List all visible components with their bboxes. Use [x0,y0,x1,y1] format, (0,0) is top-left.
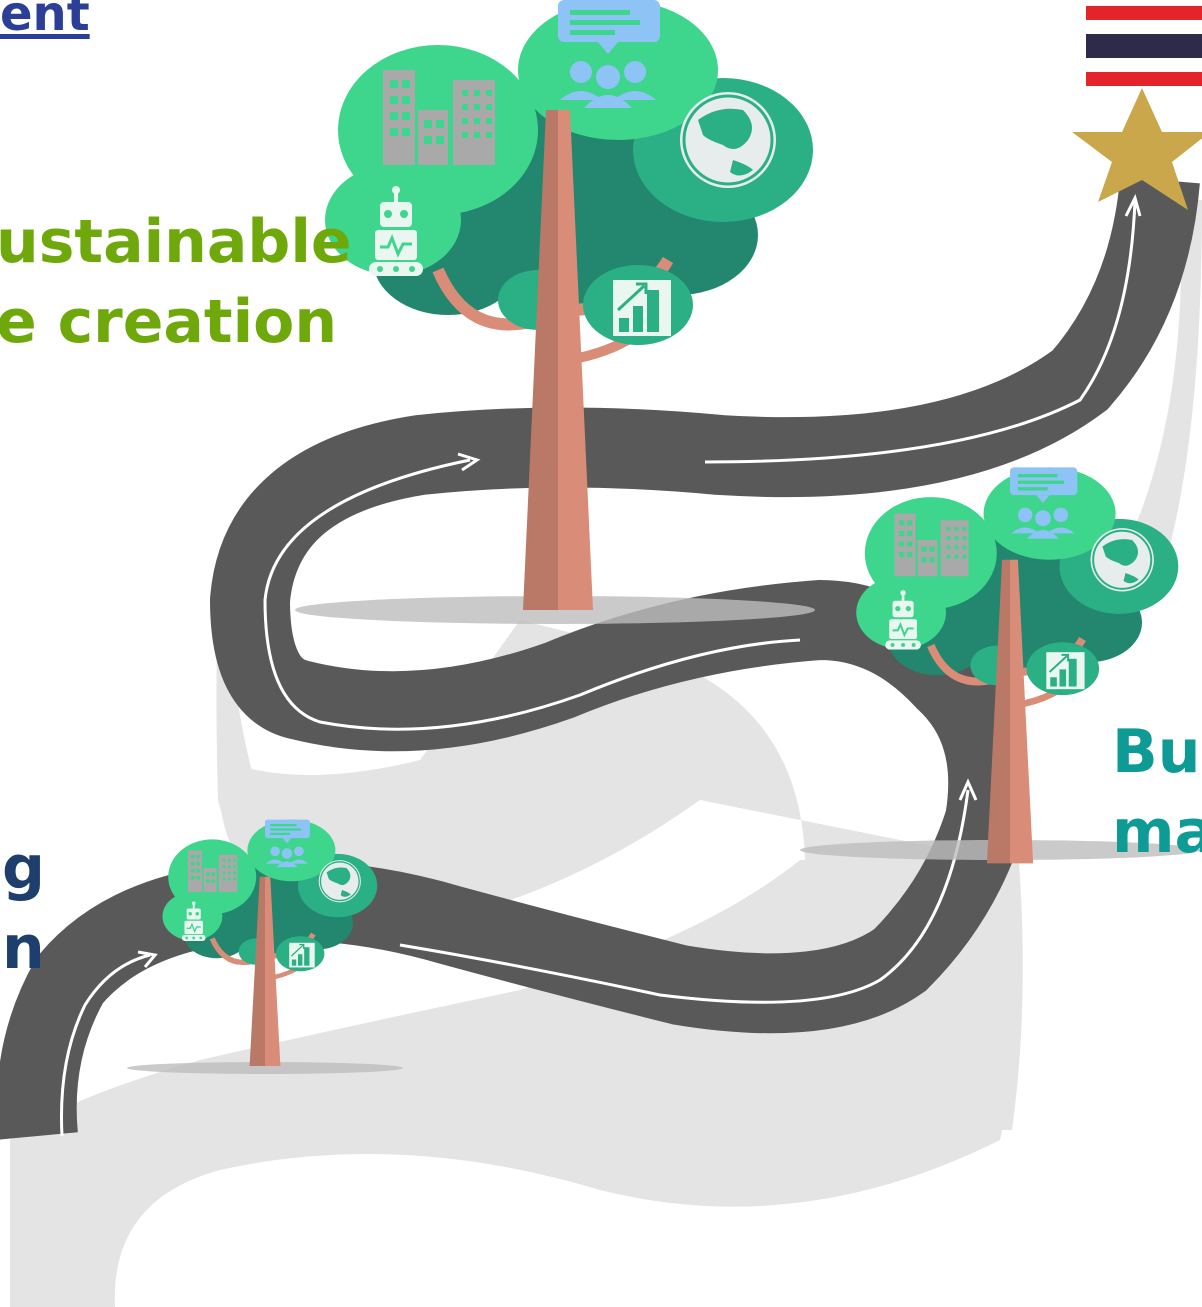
page-title: ent [0,0,90,42]
road-lane-line [60,953,151,1137]
label-left-line2: n [2,913,45,983]
star-icon [1072,88,1202,210]
road-shadow [10,620,1016,1307]
label-top-line2: e creation [0,287,338,357]
label-right-line2: ma [1112,797,1202,867]
label-left-line1: g [2,833,45,903]
tree-large [325,0,813,610]
label-right-line1: Bui [1112,717,1202,787]
thai-flag-icon [1086,0,1202,88]
winding-road [0,176,1200,1140]
label-top-line1: ustainable [0,207,352,277]
